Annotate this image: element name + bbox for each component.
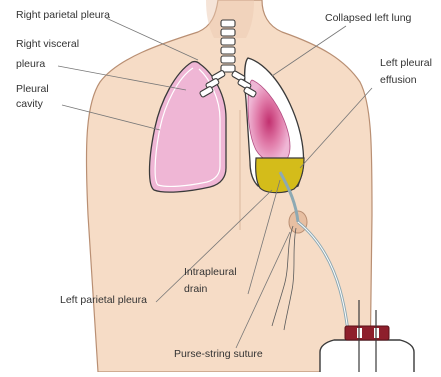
label-left-pleural-effusion-line1: Left pleural — [380, 57, 432, 69]
label-pleural-cavity-line1: Pleural — [16, 83, 49, 95]
label-pleural-cavity-line2: cavity — [16, 98, 44, 110]
label-left-pleural-effusion-line2: effusion — [380, 74, 417, 86]
label-intrapleural-drain-line1: Intrapleural — [184, 266, 237, 278]
label-purse-string-suture: Purse-string suture — [174, 348, 263, 360]
label-right-parietal-pleura: Right parietal pleura — [16, 9, 110, 21]
label-right-visceral-pleura-line2: pleura — [16, 58, 45, 70]
label-intrapleural-drain-line2: drain — [184, 283, 208, 295]
label-right-visceral-pleura-line1: Right visceral — [16, 38, 79, 50]
label-collapsed-left-lung: Collapsed left lung — [325, 12, 412, 24]
bottle-cap — [345, 326, 389, 340]
label-left-parietal-pleura: Left parietal pleura — [60, 294, 147, 306]
